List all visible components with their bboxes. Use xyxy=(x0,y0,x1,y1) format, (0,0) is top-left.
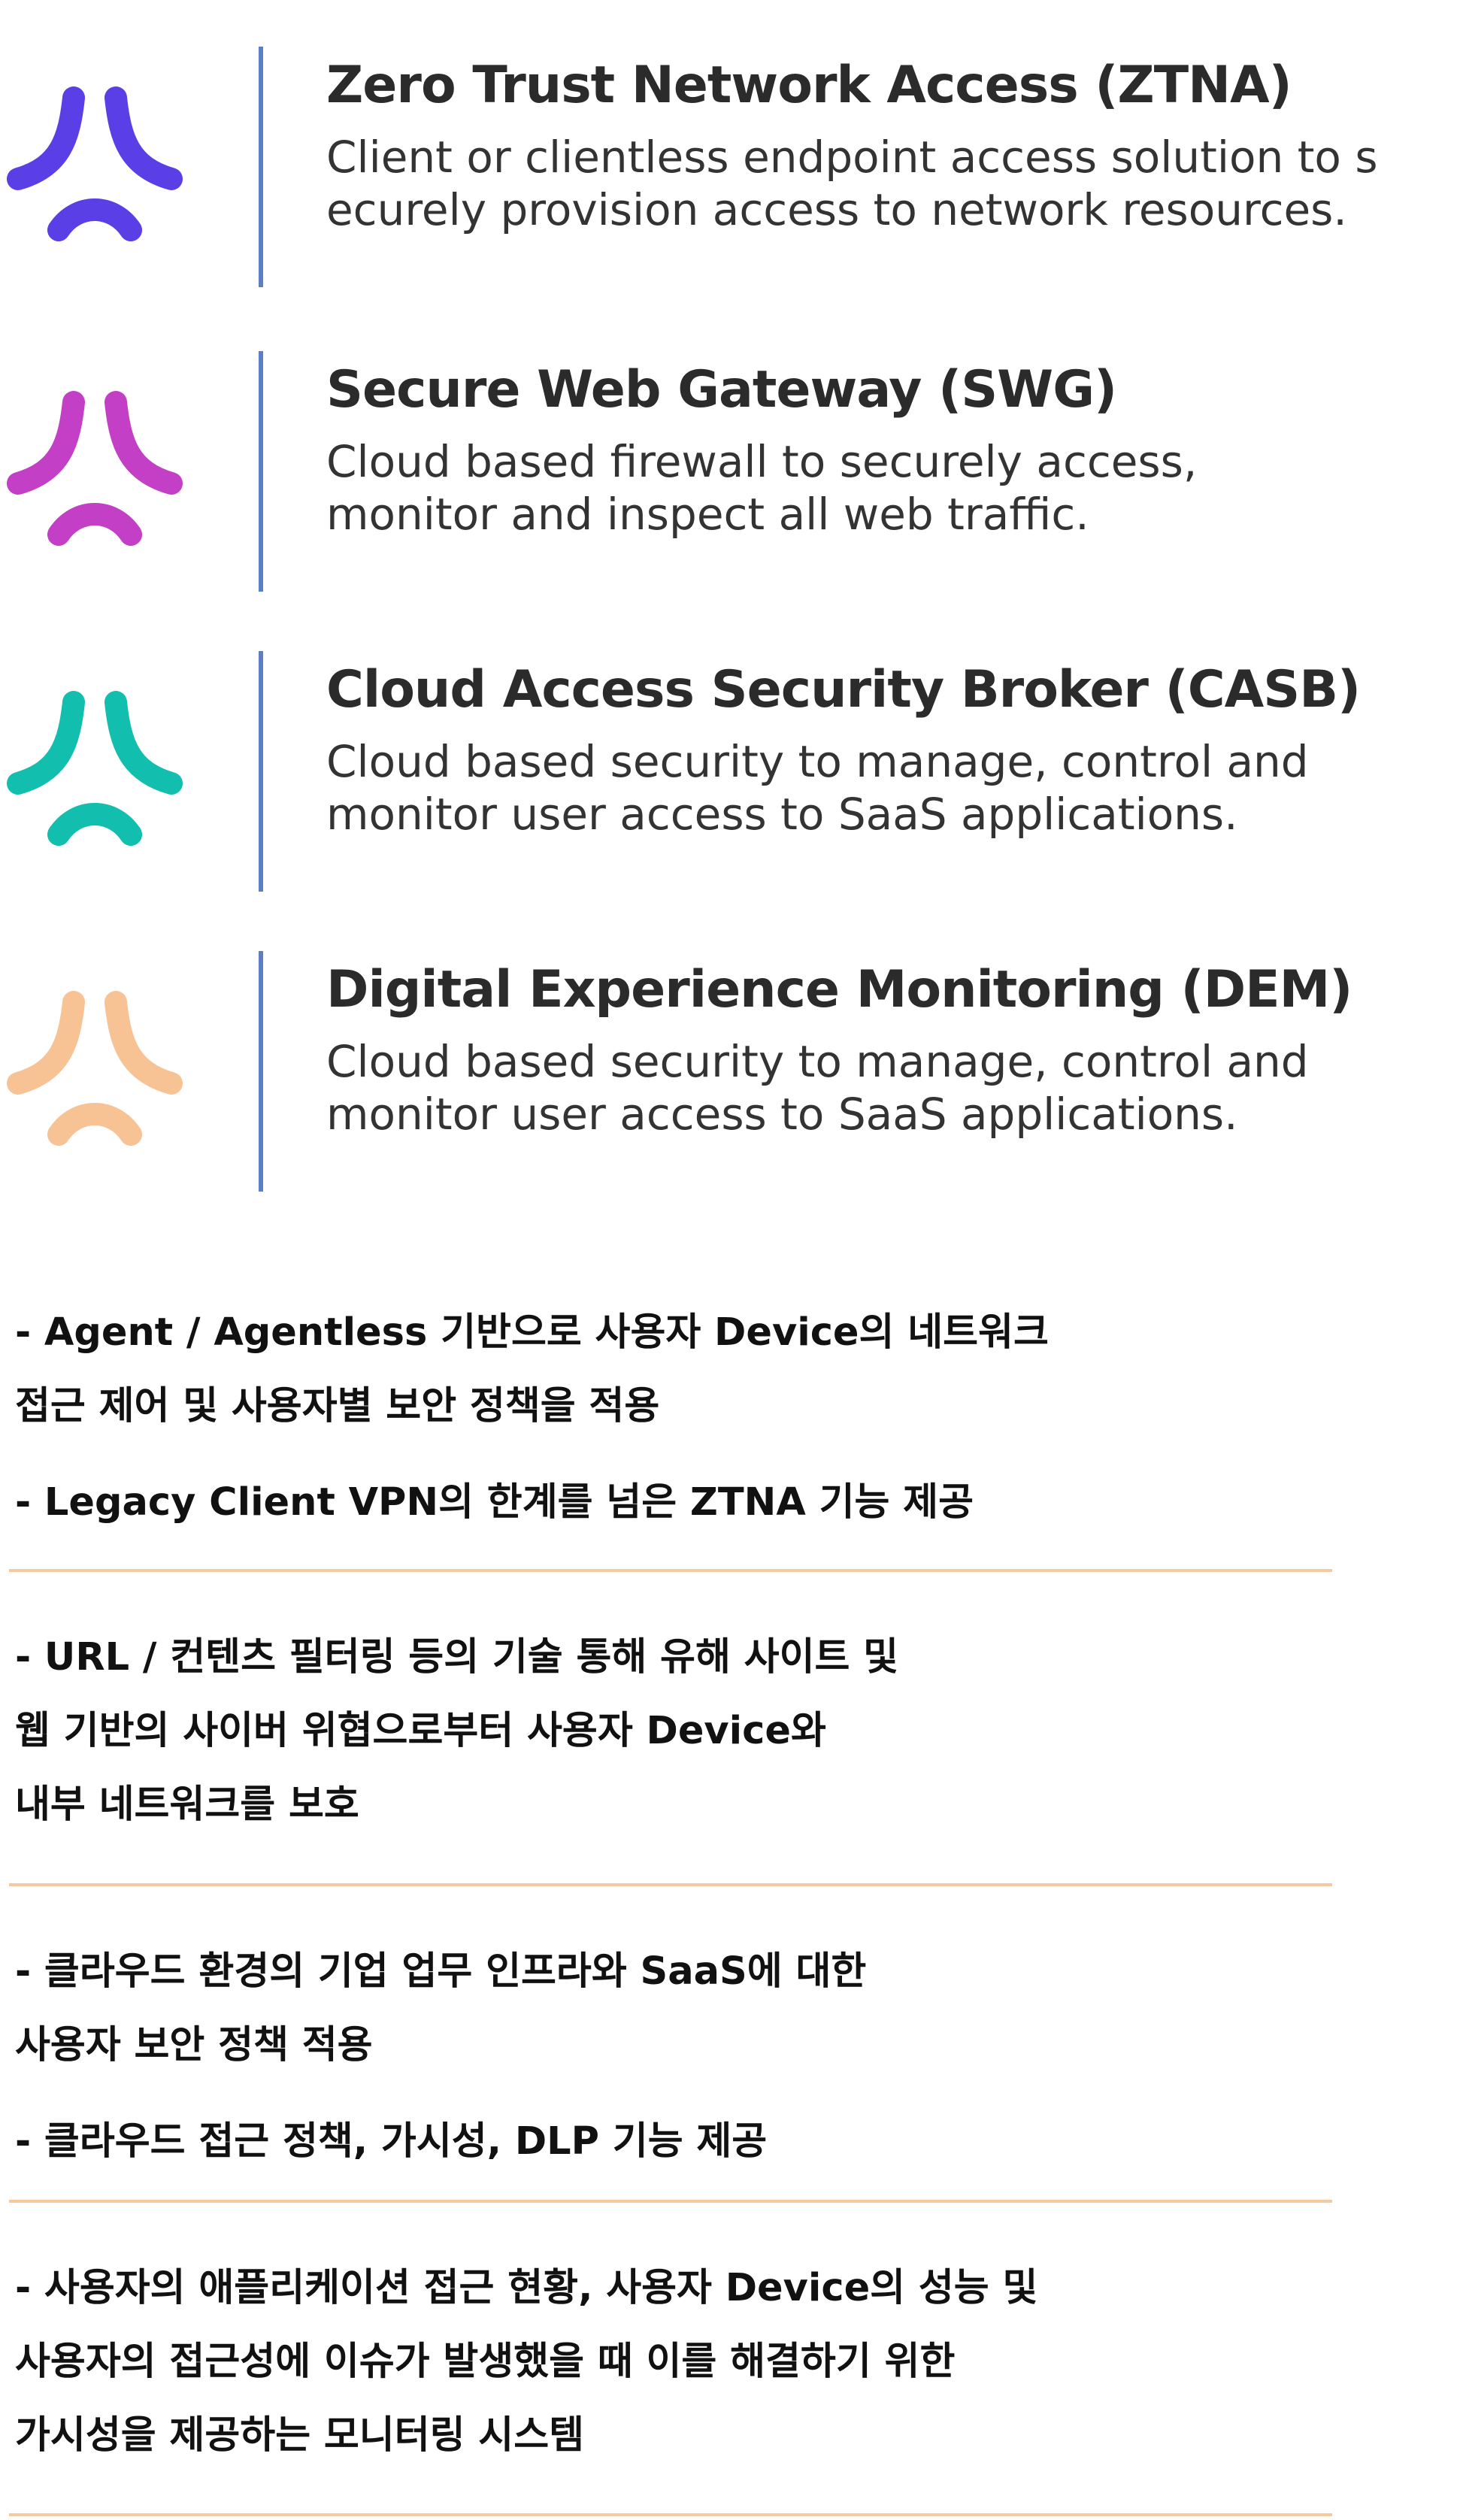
casb-detail-block: - 클라우드 환경의 기업 업무 인프라와 SaaS에 대한 사용자 보안 정책… xyxy=(15,1935,1323,2179)
product-description: Cloud based security to manage, control … xyxy=(326,736,1309,840)
accent-divider-line xyxy=(259,351,263,592)
ztna-detail-block: - Agent / Agentless 기반으로 사용자 Device의 네트워… xyxy=(15,1296,1323,1540)
product-description: Client or clientless endpoint access sol… xyxy=(326,132,1378,235)
product-description: Cloud based firewall to securely access,… xyxy=(326,436,1198,540)
product-title: Digital Experience Monitoring (DEM) xyxy=(326,960,1352,1019)
accent-divider-line xyxy=(259,47,263,287)
section-divider xyxy=(9,2200,1332,2203)
product-casb: Cloud Access Security Broker (CASB) Clou… xyxy=(0,651,1460,892)
detail-item: - Agent / Agentless 기반으로 사용자 Device의 네트워… xyxy=(15,1310,1049,1428)
ztna-logo-icon xyxy=(7,86,183,241)
product-ztna: Zero Trust Network Access (ZTNA) Client … xyxy=(0,47,1460,287)
detail-item: - 클라우드 접근 정책, 가시성, DLP 기능 제공 xyxy=(15,2119,768,2164)
swg-detail-block: - URL / 컨텐츠 필터링 등의 기술 통해 유해 사이트 및 웹 기반의 … xyxy=(15,1621,1323,1842)
detail-item: - URL / 컨텐츠 필터링 등의 기술 통해 유해 사이트 및 웹 기반의 … xyxy=(15,1635,899,1827)
section-divider xyxy=(9,1569,1332,1572)
casb-logo-icon xyxy=(7,691,183,846)
product-title: Zero Trust Network Access (ZTNA) xyxy=(326,56,1292,115)
section-divider xyxy=(9,1883,1332,1886)
detail-item: - 클라우드 환경의 기업 업무 인프라와 SaaS에 대한 사용자 보안 정책… xyxy=(15,1949,867,2067)
product-description: Cloud based security to manage, control … xyxy=(326,1036,1309,1140)
dem-detail-block: - 사용자의 애플리케이션 접근 현황, 사용자 Device의 성능 및 사용… xyxy=(15,2252,1323,2473)
dem-logo-icon xyxy=(7,991,183,1146)
product-dem: Digital Experience Monitoring (DEM) Clou… xyxy=(0,951,1460,1192)
accent-divider-line xyxy=(259,651,263,892)
detail-item: - 사용자의 애플리케이션 접근 현황, 사용자 Device의 성능 및 사용… xyxy=(15,2266,1038,2458)
product-title: Cloud Access Security Broker (CASB) xyxy=(326,660,1361,719)
product-title: Secure Web Gateway (SWG) xyxy=(326,360,1117,419)
product-swg: Secure Web Gateway (SWG) Cloud based fir… xyxy=(0,351,1460,592)
accent-divider-line xyxy=(259,951,263,1192)
section-divider xyxy=(9,2513,1332,2516)
swg-logo-icon xyxy=(7,391,183,546)
detail-item: - Legacy Client VPN의 한계를 넘은 ZTNA 기능 제공 xyxy=(15,1480,974,1525)
